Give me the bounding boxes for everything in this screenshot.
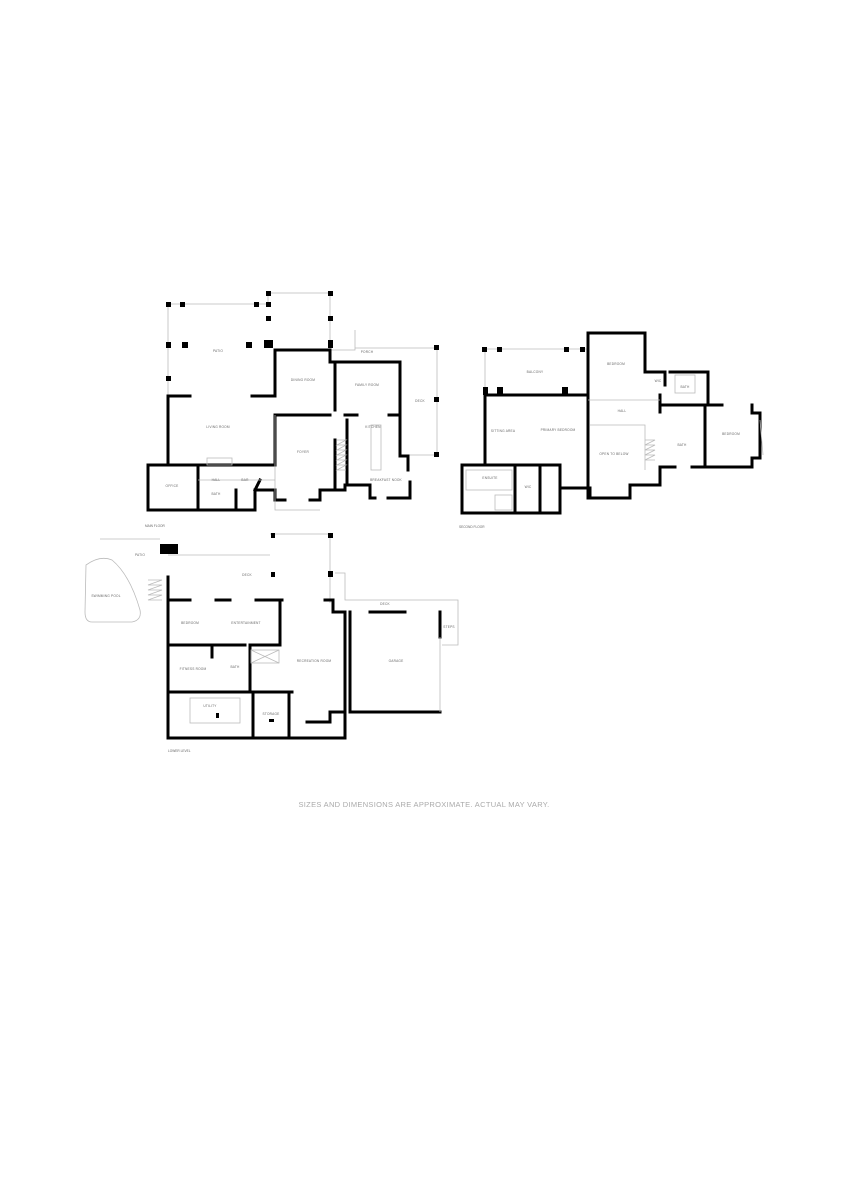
- room-label: STORAGE: [263, 712, 280, 716]
- room-label: OFFICE: [166, 484, 179, 488]
- room-label: HALL: [212, 478, 221, 482]
- main-floor-plan: PATIO LIVING ROOM DINING ROOM FAMILY ROO…: [145, 291, 439, 528]
- room-label: WIC: [525, 485, 532, 489]
- second-floor-plan: BALCONY BEDROOM PRIMARY BEDROOM SITTING …: [459, 331, 764, 529]
- room-label: GARAGE: [389, 659, 404, 663]
- room-label: FITNESS ROOM: [180, 667, 207, 671]
- room-label: PRIMARY BEDROOM: [541, 428, 576, 432]
- room-label: PORCH: [361, 350, 374, 354]
- room-label: HALL: [618, 409, 627, 413]
- floor-title: LOWER LEVEL: [168, 749, 191, 753]
- room-label: LIVING ROOM: [206, 425, 230, 429]
- room-label: DECK: [242, 573, 252, 577]
- room-label: DINING ROOM: [291, 378, 315, 382]
- room-label: FOYER: [297, 450, 309, 454]
- room-label: BATH: [680, 385, 690, 389]
- room-label: WIC: [655, 379, 662, 383]
- room-label: SWIMMING POOL: [91, 594, 120, 598]
- room-label: ENTERTAINMENT: [231, 621, 260, 625]
- floor-title: SECOND FLOOR: [459, 525, 485, 529]
- room-label: OPEN TO BELOW: [599, 452, 628, 456]
- lower-level-plan: SWIMMING POOL PATIO DECK BEDROOM ENTERTA…: [84, 533, 459, 753]
- room-label: FAMILY ROOM: [355, 383, 379, 387]
- room-label: BATH: [230, 665, 240, 669]
- room-label: PATIO: [213, 349, 223, 353]
- room-label: KITCHEN: [365, 425, 381, 429]
- room-label: BALCONY: [527, 370, 544, 374]
- room-label: STEPS: [443, 625, 454, 629]
- room-label: SITTING AREA: [491, 429, 516, 433]
- room-label: BREAKFAST NOOK: [370, 478, 402, 482]
- floor-title: MAIN FLOOR: [145, 524, 166, 528]
- room-label: RECREATION ROOM: [297, 659, 332, 663]
- room-label: BEDROOM: [722, 432, 740, 436]
- room-label: DECK: [380, 602, 390, 606]
- room-label: ENSUITE: [482, 476, 497, 480]
- room-label: DECK: [415, 399, 425, 403]
- room-label: BEDROOM: [607, 362, 625, 366]
- disclaimer-caption: SIZES AND DIMENSIONS ARE APPROXIMATE. AC…: [298, 800, 550, 809]
- room-label: BAR: [241, 478, 249, 482]
- room-label: BATH: [677, 443, 687, 447]
- room-label: PATIO: [135, 553, 145, 557]
- room-label: UTILITY: [203, 704, 217, 708]
- room-label: BEDROOM: [181, 621, 199, 625]
- room-label: BATH: [211, 492, 221, 496]
